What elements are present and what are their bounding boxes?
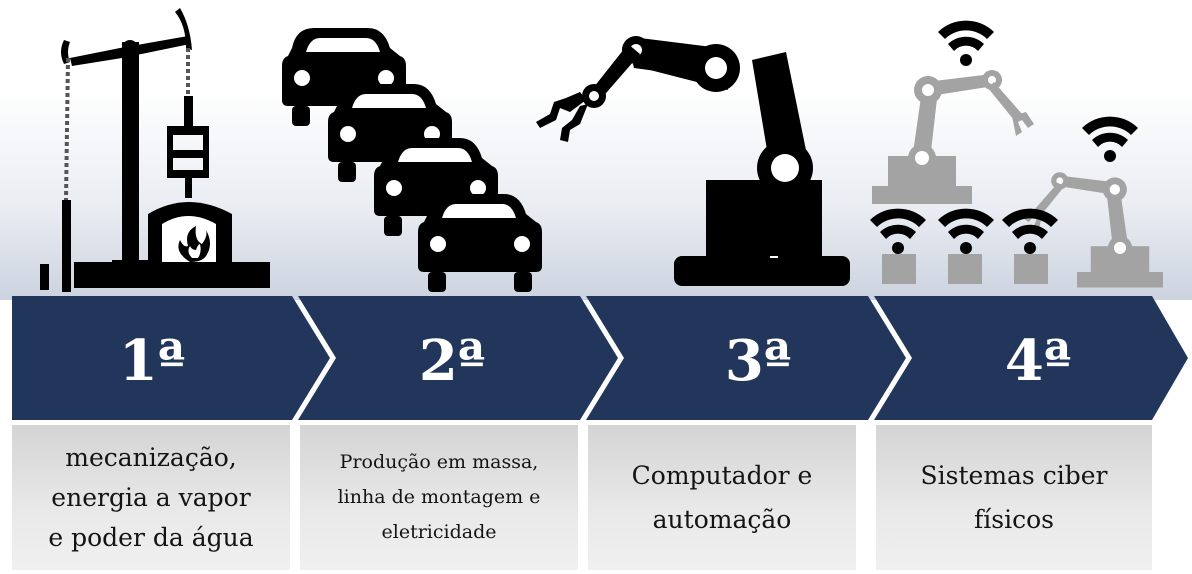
chevron-stage-4: [874, 296, 1188, 420]
stage-1-line-2: energia a vapor: [51, 482, 251, 512]
stage-number-1: 1ª: [119, 328, 185, 394]
stage-1-line-3: e poder da água: [48, 522, 254, 552]
stage-2-line-2: linha de montagem e: [337, 486, 541, 508]
stage-4-line-2: físicos: [974, 504, 1054, 534]
stage-4-line-1: Sistemas ciber: [920, 460, 1108, 490]
stage-description-1: mecanização, energia a vapor e poder da …: [12, 425, 290, 570]
chevron-stage-1: [12, 296, 330, 420]
stage-number-3: 3ª: [725, 328, 791, 394]
networked-robots-wifi-icon: [870, 20, 1163, 288]
stage-3-line-1: Computador e: [631, 460, 813, 490]
stage-number-2: 2ª: [419, 328, 485, 394]
steam-pump-icon: [40, 8, 270, 292]
cars-assembly-line-icon: [282, 28, 542, 292]
stage-1-line-1: mecanização,: [65, 442, 237, 472]
stage-3-line-2: automação: [652, 504, 792, 534]
stage-2-line-1: Produção em massa,: [339, 451, 539, 473]
robotic-arm-icon: [536, 36, 850, 286]
timeline-arrow-band: [12, 296, 1188, 420]
chevron-stage-2: [298, 296, 618, 420]
stage-2-line-3: eletricidade: [381, 521, 497, 543]
stage-number-4: 4ª: [1005, 328, 1071, 394]
chevron-stage-3: [586, 296, 906, 420]
stage-description-2: Produção em massa, linha de montagem e e…: [300, 425, 578, 570]
stage-description-4: Sistemas ciber físicos: [876, 425, 1152, 570]
stage-description-3: Computador e automação: [588, 425, 856, 570]
